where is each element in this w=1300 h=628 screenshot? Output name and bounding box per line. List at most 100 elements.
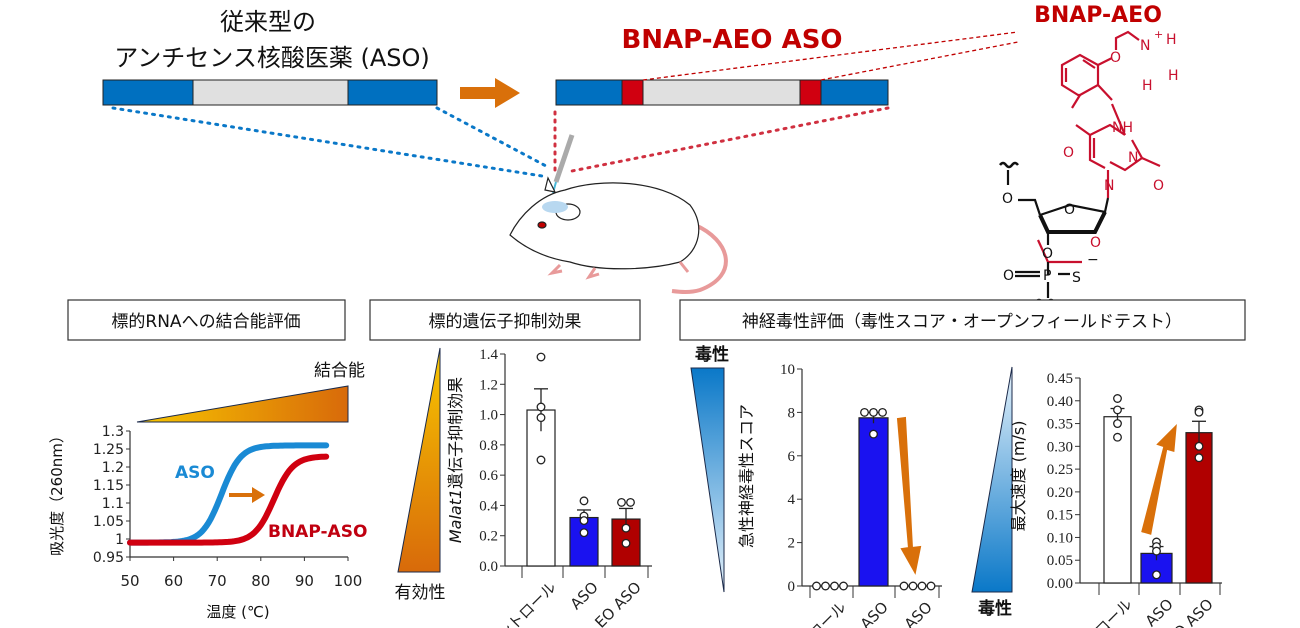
increase-arrow [1141, 424, 1177, 535]
mouse-illustration [509, 134, 728, 294]
data-point [830, 581, 839, 591]
x-tick-label: O ASO [1170, 595, 1217, 628]
max-speed-chart: 0.000.050.100.150.200.250.300.350.400.45… [1047, 371, 1222, 628]
toxicity-gradient-triangle-down [690, 367, 725, 593]
x-tick-label: ロール [1091, 595, 1136, 628]
data-point [1194, 407, 1204, 417]
data-point [1113, 419, 1122, 429]
transition-arrow [460, 78, 520, 108]
atom-h2: H [1168, 68, 1179, 84]
atom-o3: O [1042, 246, 1053, 262]
x-tick-label: ASO [857, 598, 892, 628]
section-knockdown: 標的遺伝子抑制効果 [369, 299, 641, 341]
bnap-aso-bar [555, 79, 889, 106]
syringe-icon [553, 134, 575, 183]
y-tick-label: 0.0 [479, 559, 498, 575]
data-point [878, 407, 887, 417]
data-point [536, 352, 546, 362]
data-point [626, 497, 635, 507]
y-tick-label: 0.05 [1047, 553, 1073, 569]
y-tick-label: 4 [788, 492, 796, 508]
chart3-ylabel: 急性神経毒性スコア [737, 404, 756, 548]
legend-aso: ASO [175, 463, 215, 483]
data-point [536, 402, 546, 412]
chart2-ylabel-gene: Malat1 [446, 489, 465, 543]
section-binding-title: 標的RNAへの結合能評価 [111, 312, 300, 332]
y-tick-label: 1.05 [93, 514, 124, 530]
x-tick-label: EO ASO [591, 578, 644, 628]
toxicity-gradient-label-top: 毒性 [695, 344, 729, 365]
data-point [617, 497, 626, 507]
data-point [1152, 546, 1161, 556]
y-tick-label: 0.25 [1047, 462, 1073, 478]
connector-lines [111, 31, 1019, 178]
y-tick-label: 1.0 [479, 408, 498, 424]
y-tick-label: 0.6 [479, 468, 498, 484]
atom-n-ammonium: N [1140, 38, 1150, 54]
data-point [579, 496, 589, 506]
data-point [860, 407, 869, 417]
atom-minus-charge: − [1087, 252, 1099, 268]
data-point [1113, 394, 1122, 403]
data-point [1194, 441, 1204, 451]
conventional-title-line1: 従来型の [220, 8, 316, 36]
atom-o-carbonyl: O [1153, 178, 1164, 194]
y-tick-label: 8 [788, 405, 796, 421]
y-tick-label: 0.8 [479, 438, 498, 454]
y-tick-label: 0.2 [479, 529, 498, 545]
binding-gradient-triangle [136, 385, 349, 423]
x-tick-label: ロール [805, 598, 850, 628]
data-point [926, 581, 936, 591]
atom-o5: O [1002, 191, 1013, 207]
data-point [839, 581, 848, 591]
data-point [621, 538, 631, 548]
data-point [1113, 405, 1122, 415]
y-tick-label: 1 [115, 532, 124, 548]
atom-o-ring: O [1063, 145, 1074, 161]
atom-s: S [1072, 270, 1081, 286]
atom-n1: N [1128, 150, 1138, 166]
chart2-ylabel-text: 遺伝子抑制効果 [446, 377, 465, 489]
efficacy-gradient-label: 有効性 [395, 583, 446, 603]
data-point [917, 581, 927, 591]
atom-o-phosphate: O [1003, 268, 1014, 284]
atom-p: P [1043, 268, 1051, 284]
x-tick-label: 70 [208, 572, 227, 590]
data-point [869, 429, 878, 439]
y-tick-label: 0.95 [93, 550, 124, 566]
y-tick-label: 0.15 [1047, 508, 1073, 524]
x-tick-label: 50 [120, 572, 139, 590]
x-tick-label: ASO [567, 578, 602, 613]
y-tick-label: 0.35 [1047, 417, 1073, 433]
x-tick-label: ASO [1142, 595, 1177, 628]
y-tick-label: 1.3 [102, 424, 124, 440]
legend-bnap-aso: BNAP-ASO [268, 522, 367, 542]
x-tick-label: 100 [334, 572, 363, 590]
chart1-ylabel: 吸光度（260nm） [48, 428, 66, 556]
x-tick-label: 60 [164, 572, 183, 590]
y-tick-label: 1.2 [479, 377, 498, 393]
x-tick-label: ASO [901, 598, 936, 628]
binding-gradient-label: 結合能 [314, 361, 365, 381]
data-point [869, 407, 878, 417]
atom-nh: NH [1112, 120, 1133, 136]
y-tick-label: 1.1 [102, 496, 124, 512]
y-tick-label: 0.30 [1047, 439, 1073, 455]
shift-arrow [229, 487, 265, 503]
atom-plus-charge: + [1154, 28, 1163, 41]
atom-o-sugar: O [1064, 202, 1075, 218]
y-tick-label: 0.45 [1047, 371, 1073, 387]
y-tick-label: 0.40 [1047, 394, 1073, 410]
data-point [621, 523, 631, 533]
conventional-title-line2: アンチセンス核酸医薬 (ASO) [114, 44, 429, 72]
efficacy-gradient-triangle [397, 347, 441, 573]
x-tick-label: 90 [295, 572, 314, 590]
chart4-ylabel: 最大速度 (m/s) [1009, 421, 1028, 532]
section-knockdown-title: 標的遺伝子抑制効果 [429, 312, 582, 332]
y-tick-label: 2 [788, 536, 796, 552]
x-tick-label: ントロール [494, 578, 560, 628]
data-point [821, 581, 830, 591]
data-point [536, 455, 546, 465]
